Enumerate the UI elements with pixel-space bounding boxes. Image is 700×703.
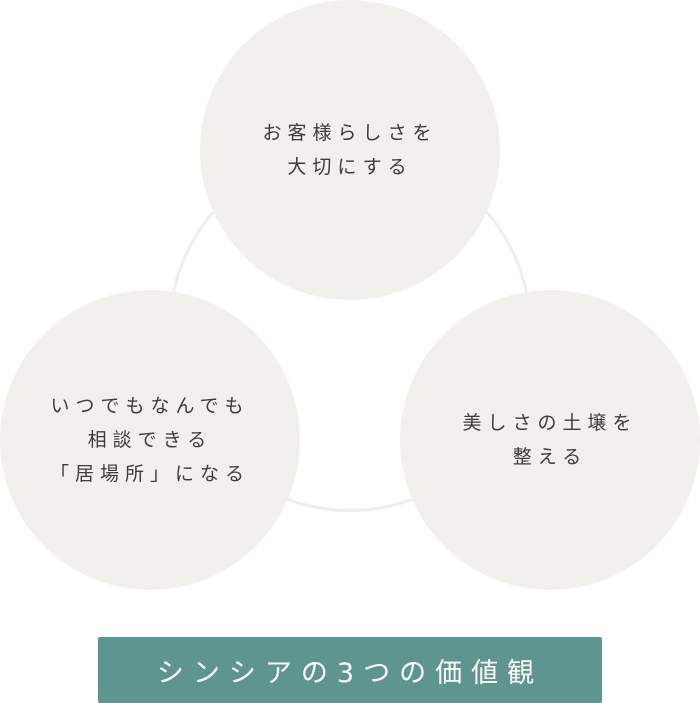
value-circle-place: いつでもなんでも 相談できる 「居場所」になる [0, 290, 300, 590]
value-text: 美しさの土壌を 整える [462, 406, 637, 474]
value-text: いつでもなんでも 相談できる 「居場所」になる [50, 389, 250, 491]
title-banner: シンシアの3つの価値観 [98, 637, 602, 703]
value-line: 大切にする [287, 156, 413, 178]
value-line: 美しさの土壌を [462, 412, 638, 434]
value-line: 相談できる [87, 429, 213, 451]
value-line: いつでもなんでも [50, 395, 250, 417]
value-line: 「居場所」になる [49, 463, 250, 485]
banner-title: シンシアの3つの価値観 [156, 657, 544, 689]
value-text: お客様らしさを 大切にする [262, 116, 437, 184]
value-circle-customer: お客様らしさを 大切にする [200, 0, 500, 300]
value-line: お客様らしさを [262, 122, 438, 144]
value-line: 整える [512, 446, 588, 468]
value-circle-beauty: 美しさの土壌を 整える [400, 290, 700, 590]
